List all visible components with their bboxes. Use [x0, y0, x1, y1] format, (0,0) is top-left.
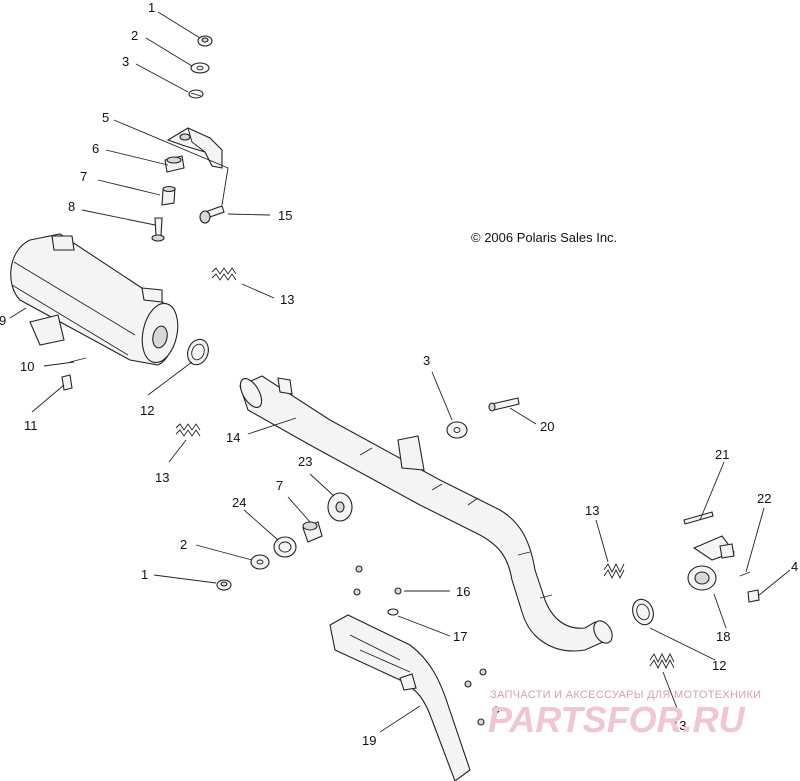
part-pin — [69, 357, 87, 363]
part-clip — [61, 374, 73, 391]
part-grommet — [164, 155, 185, 173]
callout-23: 23 — [298, 454, 312, 469]
part-washer-top — [190, 62, 210, 74]
callout-2-lower: 2 — [180, 537, 187, 552]
part-gasket-upper — [187, 338, 209, 366]
callout-18: 18 — [716, 629, 730, 644]
callout-2-top: 2 — [131, 28, 138, 43]
callout-19: 19 — [362, 733, 376, 748]
callout-3-right: 3 — [423, 353, 430, 368]
watermark-tagline: ЗАПЧАСТИ И АКСЕССУАРЫ ДЛЯ МОТОТЕХНИКИ — [490, 689, 761, 701]
callout-9: 9 — [0, 313, 6, 328]
part-nut-lower — [216, 579, 232, 591]
part-clamp — [687, 535, 735, 591]
callout-13-upper: 13 — [280, 292, 294, 307]
callout-1-lower: 1 — [141, 567, 148, 582]
part-screw-small — [353, 565, 402, 596]
callout-13-right: 13 — [585, 503, 599, 518]
callout-14: 14 — [226, 430, 240, 445]
callout-labels: 1 2 3 5 6 7 8 15 9 13 10 11 12 14 13 3 2… — [0, 0, 798, 748]
callout-3-top: 3 — [122, 54, 129, 69]
callout-11: 11 — [24, 418, 38, 433]
callout-7-lower: 7 — [276, 478, 283, 493]
part-spring-upper — [211, 267, 237, 281]
callout-21: 21 — [715, 447, 729, 462]
callout-10: 10 — [20, 359, 34, 374]
callout-22: 22 — [757, 491, 771, 506]
part-bolt-15 — [199, 205, 225, 224]
part-sleeve-top — [161, 185, 176, 206]
callout-17: 17 — [453, 629, 467, 644]
part-stud — [488, 397, 520, 412]
part-nut-top — [197, 35, 213, 47]
part-bolt-8 — [151, 217, 165, 242]
leader-lines — [9, 11, 791, 733]
part-bracket — [166, 127, 223, 169]
part-head-pipe — [239, 375, 613, 652]
part-bolt-21 — [683, 511, 714, 525]
part-spring-right — [603, 562, 625, 580]
callout-8: 8 — [68, 199, 75, 214]
callout-24: 24 — [232, 495, 246, 510]
callout-7-top: 7 — [80, 169, 87, 184]
callout-12-lower: 12 — [712, 658, 726, 673]
part-grommet-large — [327, 492, 353, 522]
part-clip-22 — [739, 571, 751, 577]
callout-13-lower: 13 — [672, 718, 686, 733]
watermark-logo: PARTSFOR.RU — [488, 699, 746, 740]
part-ring — [273, 536, 297, 558]
part-washer-right — [446, 421, 468, 439]
callout-20: 20 — [540, 419, 554, 434]
part-spring-mid — [175, 423, 201, 437]
part-spring-lower — [649, 652, 675, 670]
part-nut-4 — [747, 589, 760, 603]
callout-16: 16 — [456, 584, 470, 599]
part-washer-small — [387, 608, 399, 616]
callout-1-top: 1 — [148, 0, 155, 15]
part-lockwasher-top — [188, 89, 204, 99]
callout-4: 4 — [791, 559, 798, 574]
part-sleeve-lower — [302, 521, 323, 543]
callout-6: 6 — [92, 141, 99, 156]
part-muffler — [10, 233, 179, 366]
part-heat-shield — [329, 614, 500, 781]
copyright-notice: © 2006 Polaris Sales Inc. — [471, 230, 617, 245]
callout-13-mid: 13 — [155, 470, 169, 485]
callout-15: 15 — [278, 208, 292, 223]
part-washer-lower — [250, 554, 270, 570]
callout-5: 5 — [102, 110, 109, 125]
callout-12-upper: 12 — [140, 403, 154, 418]
part-gasket-lower — [632, 598, 654, 626]
